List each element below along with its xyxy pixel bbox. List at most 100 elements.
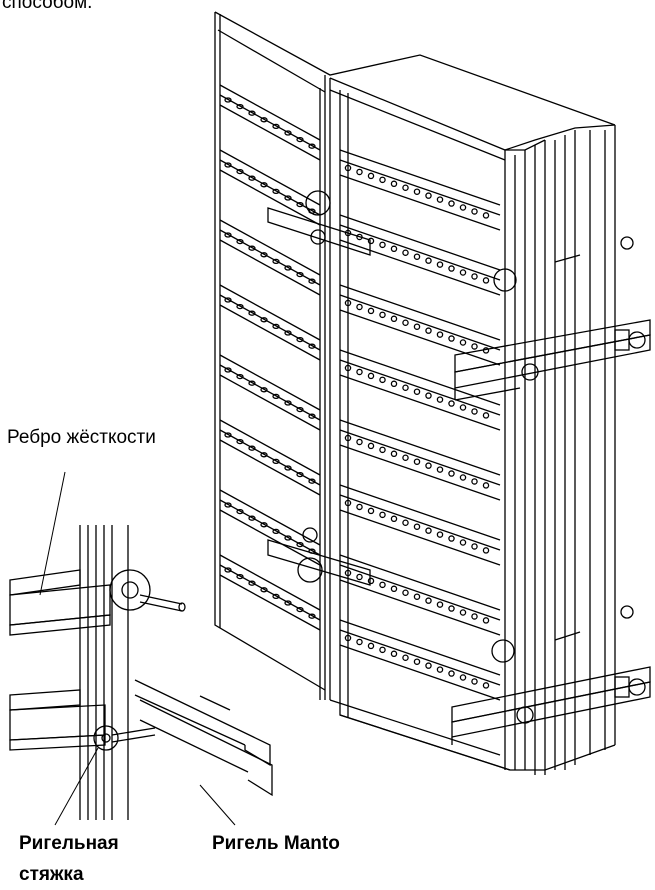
rib-hole	[448, 605, 455, 612]
rib-hole	[436, 331, 444, 338]
rib-hole	[356, 573, 363, 581]
rib-hole	[284, 130, 292, 136]
rib-hole	[284, 195, 292, 201]
rib-hole	[356, 303, 363, 311]
rib-hole	[260, 587, 268, 593]
rib-hole	[236, 238, 244, 245]
rib-hole	[308, 343, 316, 349]
rib-hole	[236, 303, 244, 310]
rib-hole	[390, 180, 398, 188]
rib-hole	[344, 434, 352, 442]
rib-hole	[471, 613, 478, 620]
rib-hole	[356, 438, 363, 446]
rib-hole	[379, 446, 386, 454]
rib-hole	[296, 336, 304, 343]
rib-hole	[459, 674, 467, 681]
intro-text-fragment: способом.	[2, 0, 93, 13]
rib-hole	[260, 252, 268, 258]
rib-hole	[402, 589, 409, 597]
rib-hole	[390, 450, 398, 458]
rib-hole	[272, 123, 280, 130]
rib-hole	[367, 237, 375, 245]
rib-hole	[236, 168, 244, 175]
rib-hole	[260, 182, 268, 188]
rib-hole	[390, 380, 398, 388]
rib-hole	[448, 535, 455, 542]
rib-hole	[436, 261, 444, 268]
rib-hole	[425, 527, 432, 534]
rib-hole	[356, 503, 363, 511]
rib-hole	[367, 577, 375, 585]
rib-hole	[296, 471, 304, 478]
waler-tie-label-line1: Ригельная	[19, 833, 119, 854]
manto-waler-label: Ригель Manto	[212, 833, 340, 854]
wingnuts	[491, 236, 634, 663]
rib-hole	[308, 278, 316, 284]
rib-hole	[248, 310, 256, 316]
rib-hole	[248, 515, 256, 521]
rib-hole	[436, 531, 444, 538]
rib-hole	[459, 204, 467, 211]
front-rib	[339, 149, 501, 231]
rib-hole	[482, 482, 490, 489]
rib-hole	[459, 609, 467, 616]
rib-hole	[425, 392, 432, 399]
rib-hole	[236, 103, 244, 110]
rib-hole	[308, 413, 316, 419]
rib-hole	[448, 470, 455, 477]
rib-hole	[284, 265, 292, 271]
rib-hole	[379, 311, 386, 319]
rear-rib	[219, 284, 321, 361]
rib-hole	[471, 208, 478, 215]
rib-hole	[425, 662, 432, 669]
rib-hole	[402, 319, 409, 326]
rib-hole	[413, 323, 421, 330]
rib-hole	[436, 466, 444, 473]
rib-hole	[402, 519, 409, 527]
rib-hole	[471, 543, 478, 550]
rib-hole	[459, 539, 467, 546]
rib-hole	[344, 569, 352, 577]
rib-hole	[296, 541, 304, 548]
rib-hole	[425, 192, 432, 199]
rib-hole	[260, 387, 268, 393]
rib-hole	[308, 478, 316, 484]
stiffener-rib-label: Ребро жёсткости	[7, 427, 156, 448]
rib-hole	[248, 380, 256, 386]
rib-hole	[402, 454, 409, 461]
rib-hole	[413, 523, 421, 530]
front-ribs	[339, 149, 501, 701]
rear-rib	[219, 219, 321, 296]
rib-hole	[272, 528, 280, 535]
rib-hole	[436, 196, 444, 203]
rib-hole	[482, 212, 490, 219]
front-rib	[339, 419, 501, 501]
waler-tie-label-line2: стяжка	[19, 864, 84, 885]
rib-hole	[248, 445, 256, 451]
rib-hole	[413, 658, 421, 665]
rib-hole	[425, 462, 432, 469]
rib-hole	[356, 368, 363, 376]
rib-hole	[413, 458, 421, 465]
rib-hole	[224, 297, 232, 303]
rib-hole	[390, 515, 398, 523]
rib-hole	[448, 670, 455, 677]
upper-connector	[267, 190, 371, 256]
rib-hole	[425, 597, 432, 604]
rear-rib	[219, 84, 321, 161]
rib-hole	[308, 613, 316, 619]
rib-hole	[248, 110, 256, 116]
front-rib	[339, 349, 501, 431]
rib-hole	[413, 593, 421, 600]
rib-hole	[272, 393, 280, 400]
rib-hole	[425, 257, 432, 264]
rib-hole	[296, 406, 304, 413]
rib-hole	[236, 508, 244, 515]
rib-hole	[344, 499, 352, 507]
rib-hole	[224, 432, 232, 438]
rib-hole	[296, 271, 304, 278]
rib-hole	[236, 373, 244, 380]
rib-hole	[308, 143, 316, 149]
rib-hole	[448, 335, 455, 342]
